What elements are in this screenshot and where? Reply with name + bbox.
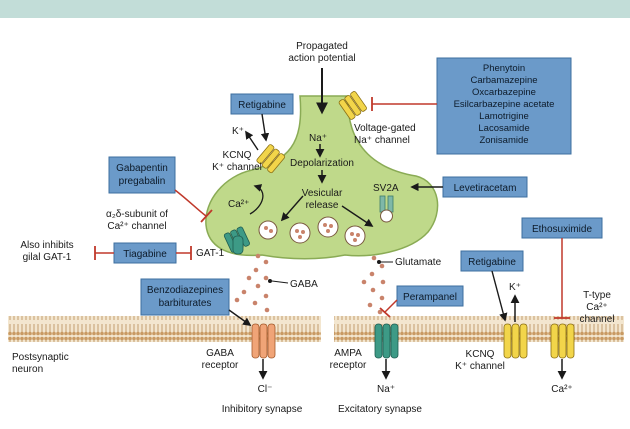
retigabine-top-text: Retigabine — [238, 100, 286, 111]
benzodiazepines-box: Benzodiazepines barbiturates — [140, 278, 230, 316]
vesicular-label-1: Vesicular — [302, 188, 343, 199]
gabapentin-box: Gabapentin pregabalin — [108, 156, 176, 194]
sv2a-label: SV2A — [373, 183, 399, 194]
gabapentin-text: Gabapentin — [116, 163, 168, 174]
sodium-blockers-box: Phenytoin Carbamazepine Oxcarbazepine Es… — [436, 57, 572, 155]
vesicular-label-2: release — [306, 200, 339, 211]
gaba-receptor — [251, 323, 276, 359]
perampanel-inhibit-line — [384, 299, 398, 313]
alpha2delta-label-2: Ca²⁺ channel — [107, 221, 166, 232]
gat1-transporter — [232, 235, 244, 255]
barbiturates-text: barbiturates — [159, 298, 212, 309]
t-type-label-1: T-type — [583, 290, 611, 301]
gabapentin-inhibit-bar — [200, 209, 213, 223]
gaba-receptor-label-2: receptor — [202, 360, 239, 371]
t-type-label-3: channel — [579, 314, 614, 325]
na-in-label: Na⁺ — [309, 133, 327, 144]
release-arrow-right — [341, 205, 374, 227]
kcnq-top-label-1: KCNQ — [223, 150, 252, 161]
gabapentin-inhibit-line — [174, 189, 207, 217]
drug-lacosamide: Lacosamide — [478, 123, 529, 134]
glutamate-label: Glutamate — [395, 257, 442, 268]
gaba-molecules — [234, 253, 270, 313]
gat1-label: GAT-1 — [196, 248, 225, 259]
ampa-receptor-label-1: AMPA — [334, 348, 362, 359]
voltage-gated-label-2: Na⁺ channel — [354, 135, 410, 146]
drug-lamotrigine: Lamotrigine — [479, 111, 529, 122]
sv2a-protein — [379, 195, 394, 223]
k-out-arrow — [245, 130, 259, 151]
levetiracetam-text: Levetiracetam — [454, 183, 517, 194]
drug-oxcarbazepine: Oxcarbazepine — [472, 87, 536, 98]
benzodiazepines-arrow — [228, 309, 252, 326]
kcnq-top-label-2: K⁺ channel — [212, 162, 262, 173]
drug-carbamazepine: Carbamazepine — [470, 75, 537, 86]
drug-eslicarbazepine: Esilcarbazepine acetate — [454, 99, 555, 110]
k-out-label: K⁺ — [232, 126, 244, 137]
t-type-label-2: Ca²⁺ — [586, 302, 607, 313]
k-right-label: K⁺ — [509, 282, 521, 293]
pregabalin-text: pregabalin — [119, 176, 166, 187]
perampanel-text: Perampanel — [403, 292, 457, 303]
vesicles — [258, 216, 366, 247]
release-arrow-left — [280, 195, 304, 222]
retigabine-right-box: Retigabine — [460, 250, 524, 272]
retigabine-top-box: Retigabine — [230, 93, 294, 115]
tiagabine-box: Tiagabine — [113, 242, 177, 264]
drug-phenytoin: Phenytoin — [483, 63, 525, 74]
na-out-label: Na⁺ — [377, 384, 395, 395]
drug-zonisamide: Zonisamide — [479, 135, 528, 146]
ethosuximide-box: Ethosuximide — [521, 217, 603, 239]
also-inhibits-label-1: Also inhibits — [20, 240, 73, 251]
excitatory-synapse-label: Excitatory synapse — [338, 404, 422, 415]
depolarization-label: Depolarization — [290, 158, 354, 169]
inhibitory-synapse-label: Inhibitory synapse — [222, 404, 303, 415]
benzodiazepines-text: Benzodiazepines — [147, 285, 223, 296]
ca-entry-arrow — [249, 184, 264, 215]
ca-out-label: Ca²⁺ — [551, 384, 572, 395]
levetiracetam-box: Levetiracetam — [442, 176, 528, 198]
ampa-receptor — [374, 323, 399, 359]
retigabine-top-arrow — [260, 113, 270, 142]
kcnq-channel-top — [256, 144, 286, 174]
alpha2delta-label-1: α₂δ-subunit of — [106, 209, 168, 220]
postsynaptic-label-1: Postsynaptic — [12, 352, 69, 363]
header-band — [0, 0, 630, 18]
postsynaptic-label-2: neuron — [12, 364, 43, 375]
perampanel-box: Perampanel — [396, 285, 464, 307]
retigabine-right-arrow — [491, 270, 508, 322]
voltage-gated-na-channel — [338, 91, 367, 120]
kcnq-bottom-label-1: KCNQ — [466, 349, 495, 360]
tiagabine-text: Tiagabine — [123, 249, 167, 260]
t-type-ca-channel — [550, 323, 575, 359]
kcnq-bottom-label-2: K⁺ channel — [455, 361, 505, 372]
glutamate-molecules — [361, 255, 386, 315]
perampanel-inhibit-bar — [379, 307, 391, 318]
ampa-receptor-label-2: receptor — [330, 360, 367, 371]
ethosuximide-text: Ethosuximide — [532, 224, 592, 235]
gaba-label: GABA — [290, 279, 318, 290]
ca-in-label: Ca²⁺ — [228, 199, 249, 210]
gaba-receptor-label-1: GABA — [206, 348, 234, 359]
propagated-label-1: Propagated — [296, 41, 348, 52]
also-inhibits-label-2: gilal GAT-1 — [23, 252, 72, 263]
kcnq-channel-bottom — [503, 323, 528, 359]
voltage-gated-label-1: Voltage-gated — [354, 123, 416, 134]
propagated-label-2: action potential — [288, 53, 355, 64]
cl-out-label: Cl⁻ — [258, 384, 273, 395]
retigabine-right-text: Retigabine — [468, 257, 516, 268]
